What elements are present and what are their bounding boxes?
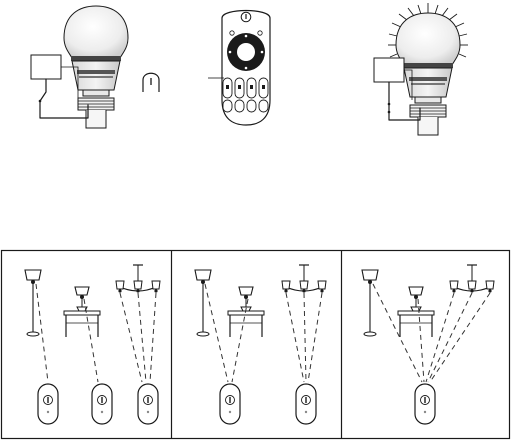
remote-1 [219,383,241,425]
panel-one-remote-all-lights [361,264,495,425]
floor-lamp [361,269,379,337]
remote-1 [414,383,436,425]
paddle-button-icon [142,72,160,92]
light-rays [388,3,468,58]
scenario-panels [0,249,511,440]
table-lamp [397,286,435,338]
chandelier [449,264,495,294]
rf-remote-control [208,9,271,126]
chandelier [281,264,327,294]
remote-1 [37,383,59,425]
panel-remotes-grouped [194,264,327,425]
remote-2 [91,383,113,425]
wall-switch-box-right [373,57,421,121]
remote-zone-buttons [222,77,269,113]
bulb-right-illustration [388,3,468,136]
remote-3 [137,383,159,425]
panel-one-remote-per-light [24,264,161,425]
panels-frame [0,249,511,440]
table-lamp [63,286,101,338]
remote-2 [295,383,317,425]
floor-lamp [194,269,212,337]
wall-switch-box-left [30,54,89,119]
chandelier [115,264,161,294]
